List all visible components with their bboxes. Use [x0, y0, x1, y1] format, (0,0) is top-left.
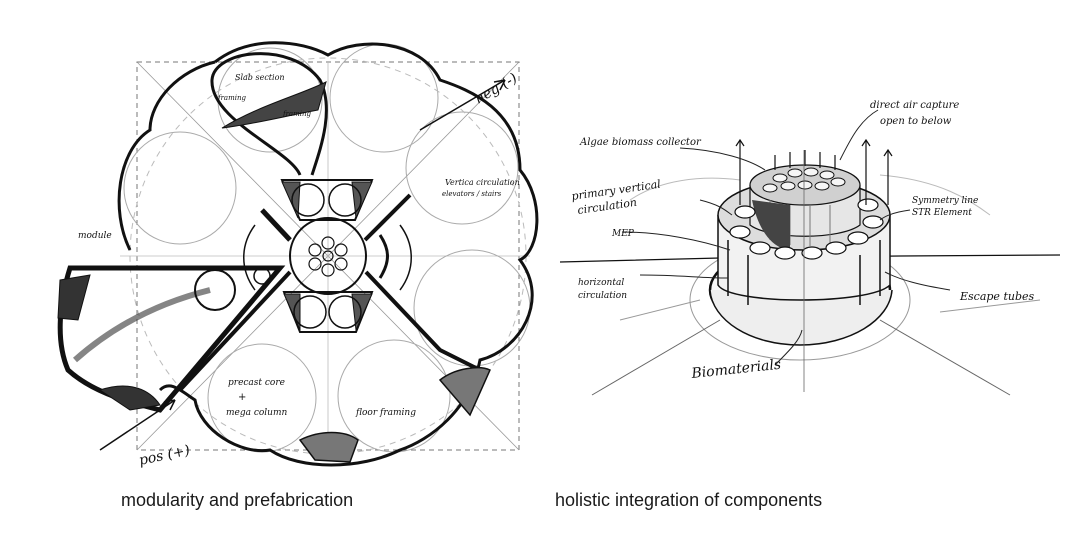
caption-modularity: modularity and prefabrication [121, 490, 354, 510]
label-horizontal: horizontal [578, 278, 624, 288]
mega-column [438, 367, 491, 417]
label-symmetry: Symmetry line [912, 196, 978, 206]
label-horizontal-circulation: circulation [578, 291, 627, 301]
escape-tubes [729, 198, 884, 260]
label-mega-column: mega column [226, 408, 288, 418]
core-diagram [559, 109, 1061, 396]
label-precast-core: precast core [228, 378, 285, 388]
label-open-below: open to below [880, 116, 952, 127]
label-floor-framing: floor framing [355, 408, 416, 418]
label-biomaterials: Biomaterials [690, 357, 782, 382]
label-mep: MEP [611, 229, 635, 239]
caption-holistic-integration: holistic integration of components [555, 490, 823, 510]
label-elevators-stairs: elevators / stairs [442, 190, 502, 198]
tube-cluster [762, 167, 846, 193]
label-algae: Algae biomass collector [579, 137, 702, 148]
label-framing-a: framing [217, 94, 246, 102]
label-slab-section: Slab section [235, 73, 285, 82]
label-str-element: STR Element [912, 208, 972, 218]
label-direct-air: direct air capture [870, 100, 959, 111]
module-triangle [57, 265, 286, 413]
label-pos: pos (+) [138, 443, 192, 469]
label-module: module [78, 231, 112, 241]
precast-core [289, 217, 367, 295]
mega-column [298, 431, 359, 463]
label-neg: neg (-) [472, 70, 520, 107]
plan-perimeter [117, 41, 539, 467]
plan-diagram [57, 41, 539, 467]
label-plus: + [238, 392, 246, 403]
label-framing-b: framing [282, 110, 311, 118]
slab-section-loop [210, 52, 328, 176]
label-vertical-circulation: Vertica circulation [445, 178, 520, 187]
label-escape: Escape tubes [959, 290, 1034, 303]
